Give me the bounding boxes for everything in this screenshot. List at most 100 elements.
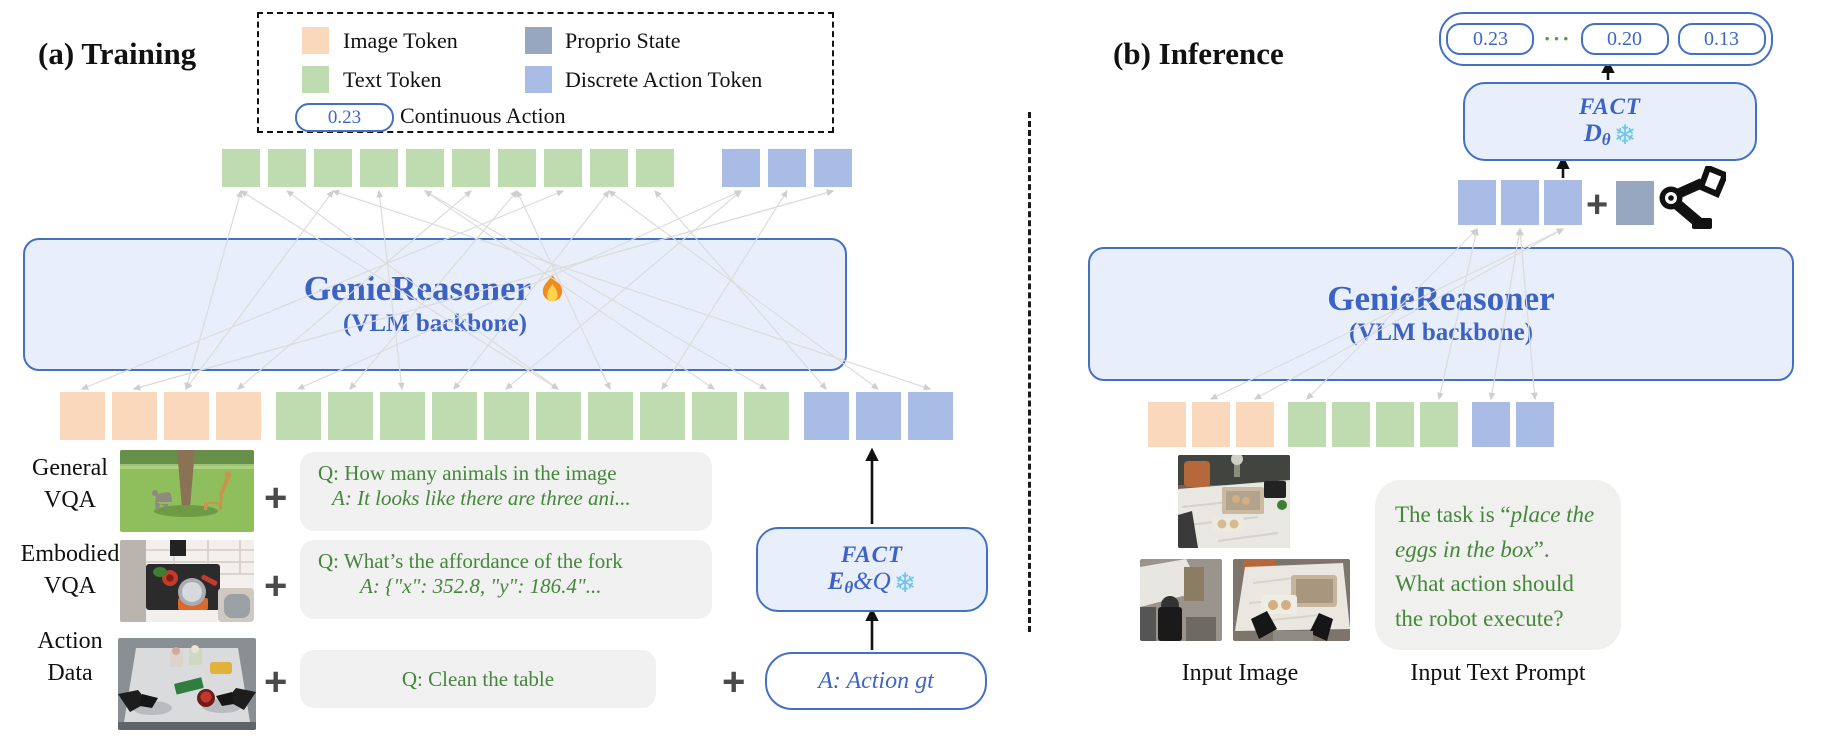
image-token	[60, 392, 105, 440]
proprio-state-token	[1616, 181, 1654, 225]
action-token	[814, 149, 852, 187]
text-token	[432, 392, 477, 440]
input-prompt-bubble: The task is “place the eggs in the box”.…	[1375, 480, 1621, 650]
input-image-right	[1233, 559, 1350, 641]
model-subtitle-a: (VLM backbone)	[342, 309, 528, 337]
general-vqa-question: Q: How many animals in the image	[318, 461, 617, 485]
image-token	[1236, 402, 1274, 447]
plus-sign-5: +	[1586, 184, 1609, 226]
input-token-row-a	[60, 392, 960, 440]
fact-decoder-title: FACT	[1579, 93, 1641, 119]
text-token	[1420, 402, 1458, 447]
legend-proprio-label: Proprio State	[565, 28, 681, 53]
snowflake-icon-decoder: ❄	[1613, 120, 1637, 152]
text-token	[588, 392, 633, 440]
prompt-l4: the robot execute?	[1395, 605, 1564, 631]
continuous-action-outputs: 0.23 ··· 0.20 0.13	[1439, 12, 1773, 66]
legend-continuous-label: Continuous Action	[400, 103, 566, 128]
input-token-row-b	[1148, 402, 1560, 447]
legend-image-token-swatch	[302, 27, 329, 54]
text-token	[380, 392, 425, 440]
embodied-vqa-question: Q: What’s the affordance of the fork	[318, 549, 623, 573]
action-token	[1544, 180, 1582, 225]
source-label-embodied-vqa: Embodied VQA	[20, 541, 120, 600]
fact-encoder-amp: &	[853, 568, 873, 596]
action-token	[804, 392, 849, 440]
legend-continuous-pill: 0.23	[295, 103, 394, 132]
text-token	[692, 392, 737, 440]
embodied-vqa-bubble: Q: What’s the affordance of the fork A: …	[300, 540, 712, 619]
text-token	[268, 149, 306, 187]
prompt-l3: What action should	[1395, 571, 1574, 596]
model-title-a: GenieReasoner	[303, 269, 532, 309]
legend-image-token-label: Image Token	[343, 28, 458, 53]
input-image-top	[1178, 455, 1290, 548]
model-subtitle-b: (VLM backbone)	[1348, 319, 1534, 347]
fact-decoder-theta: θ	[1601, 129, 1611, 149]
plus-sign-1: +	[264, 476, 288, 520]
action-token	[1516, 402, 1554, 447]
text-token	[452, 149, 490, 187]
action-token	[856, 392, 901, 440]
fire-icon	[543, 274, 563, 302]
text-token	[484, 392, 529, 440]
general-vqa-answer: A: It looks like there are three ani...	[332, 486, 631, 510]
output-token-row-a	[222, 149, 860, 187]
text-token	[544, 149, 582, 187]
text-token	[314, 149, 352, 187]
text-token	[276, 392, 321, 440]
panel-a-title: (a) Training	[38, 36, 197, 71]
text-token	[536, 392, 581, 440]
action-data-bubble: Q: Clean the table	[300, 650, 656, 708]
ellipsis-dots: ···	[1543, 26, 1572, 51]
text-token	[328, 392, 373, 440]
text-token	[222, 149, 260, 187]
action-gt-pill: A: Action gt	[765, 652, 987, 710]
geniereasoner-box-training: GenieReasoner (VLM backbone)	[23, 238, 847, 371]
output-pill-3: 0.13	[1677, 23, 1766, 55]
output-pill-1: 0.23	[1446, 23, 1535, 55]
legend-discrete-action-swatch	[525, 66, 552, 93]
general-vqa-image	[120, 450, 254, 532]
plus-sign-3: +	[264, 660, 288, 704]
output-pill-2: 0.20	[1580, 23, 1669, 55]
input-image-left	[1140, 559, 1222, 641]
action-token	[768, 149, 806, 187]
text-token	[1288, 402, 1326, 447]
fact-encoder-Q: Q	[872, 568, 891, 596]
model-title-b: GenieReasoner	[1327, 278, 1555, 318]
legend-proprio-swatch	[525, 27, 552, 54]
fact-encoder-title: FACT	[841, 541, 903, 567]
text-token	[640, 392, 685, 440]
input-image-label: Input Image	[1181, 660, 1299, 686]
snowflake-icon-encoder: ❄	[893, 568, 917, 600]
action-token	[1501, 180, 1539, 225]
legend: Image Token Text Token Proprio State Dis…	[257, 12, 834, 133]
legend-discrete-action-label: Discrete Action Token	[565, 67, 763, 92]
text-token	[360, 149, 398, 187]
fact-decoder-D: D	[1583, 120, 1602, 148]
plus-sign-2: +	[264, 564, 288, 608]
action-token	[1458, 180, 1496, 225]
geniereasoner-box-inference: GenieReasoner (VLM backbone)	[1088, 247, 1794, 381]
legend-text-token-swatch	[302, 66, 329, 93]
text-token	[590, 149, 628, 187]
fact-encoder-theta: θ	[844, 577, 854, 597]
action-data-question: Q: Clean the table	[401, 666, 555, 691]
panel-b-title: (b) Inference	[1113, 36, 1284, 71]
legend-text-token-label: Text Token	[343, 67, 442, 92]
embodied-vqa-image	[120, 540, 254, 622]
action-token-row-b	[1458, 180, 1587, 225]
plus-sign-4: +	[722, 660, 746, 704]
image-token	[216, 392, 261, 440]
image-token	[1192, 402, 1230, 447]
fact-encoder-E: E	[827, 568, 845, 596]
prompt-l2-post: ”.	[1533, 536, 1550, 562]
image-token	[112, 392, 157, 440]
text-token	[1376, 402, 1414, 447]
input-text-prompt-label: Input Text Prompt	[1410, 660, 1586, 686]
action-token	[1472, 402, 1510, 447]
